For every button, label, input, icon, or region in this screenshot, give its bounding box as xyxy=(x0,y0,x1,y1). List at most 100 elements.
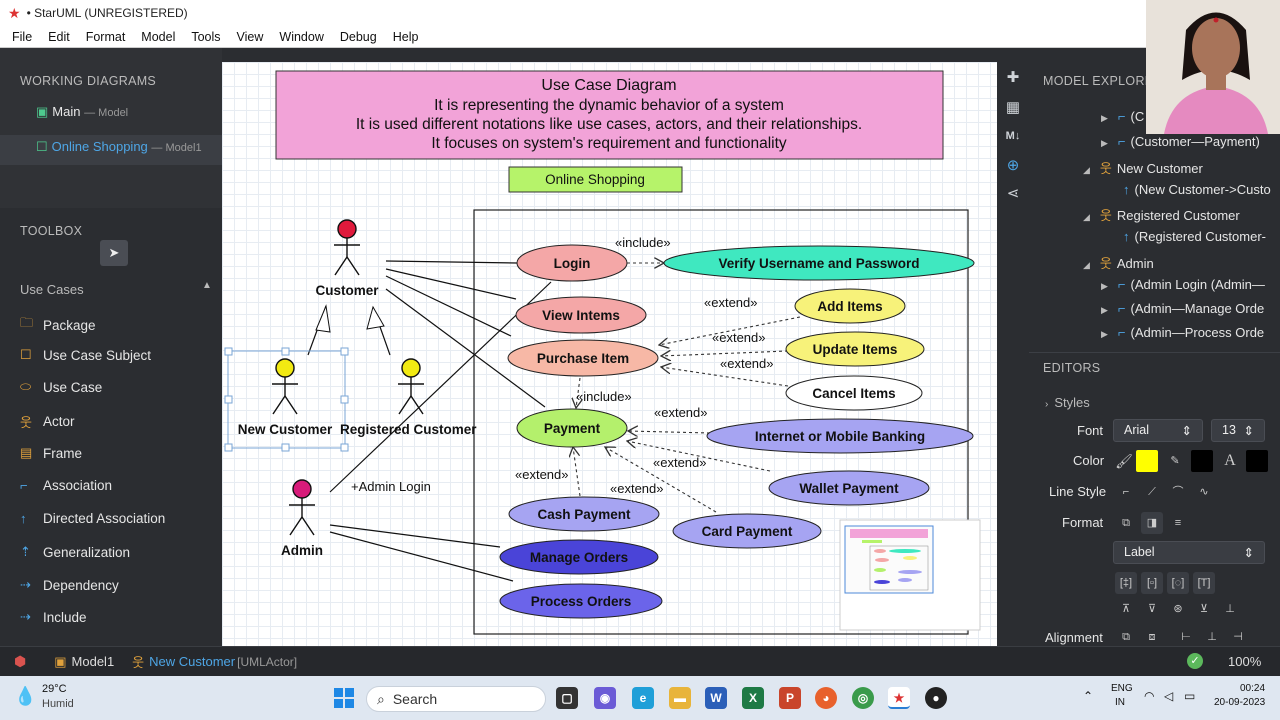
usecase-update-items[interactable] xyxy=(785,331,925,367)
styles-toggle[interactable]: ›Styles xyxy=(1045,395,1090,410)
powerpoint-icon[interactable]: P xyxy=(779,687,801,709)
excel-icon[interactable]: X xyxy=(742,687,764,709)
tree-item[interactable]: ↑(Registered Customer- xyxy=(1123,229,1266,244)
tree-item[interactable]: ▶⌐(Customer—Payment) xyxy=(1101,134,1260,149)
usecase-payment[interactable] xyxy=(516,408,628,448)
usecase-card[interactable] xyxy=(672,513,822,549)
expand-arrow-icon[interactable]: ▶ xyxy=(1101,305,1108,315)
tool-generalization[interactable]: ⇡Generalization xyxy=(20,544,130,560)
expand-arrow-icon[interactable]: ▶ xyxy=(1101,329,1108,339)
menu-format[interactable]: Format xyxy=(85,29,126,44)
usecase-cash[interactable] xyxy=(508,496,660,532)
shadow-icon[interactable]: ◨ xyxy=(1141,512,1163,534)
usecase-verify[interactable] xyxy=(663,245,975,281)
tool-directed-association[interactable]: ↑Directed Association xyxy=(20,511,165,526)
text-color-icon[interactable]: A xyxy=(1224,452,1236,469)
tree-item[interactable]: ▶⌐(Admin Login (Admin— xyxy=(1101,277,1265,292)
font-size-select[interactable]: 13⇕ xyxy=(1211,419,1265,442)
status-model[interactable]: Model1 xyxy=(71,654,115,669)
hide-operations-icon[interactable]: ⊽ xyxy=(1147,603,1157,615)
actor-registered-customer[interactable] xyxy=(398,358,424,415)
usecase-login[interactable] xyxy=(516,244,628,282)
expand-arrow-icon[interactable]: ▶ xyxy=(1101,281,1108,291)
header-note[interactable] xyxy=(275,70,944,160)
status-selected[interactable]: New Customer xyxy=(149,654,236,669)
text-color-swatch[interactable] xyxy=(1246,450,1268,472)
select-cursor-icon[interactable]: ➤ xyxy=(100,240,128,266)
extensions-icon[interactable]: ✚ xyxy=(1006,69,1020,86)
usecase-add-items[interactable] xyxy=(794,288,906,324)
usecase-wallet[interactable] xyxy=(768,470,930,506)
actor-customer[interactable] xyxy=(334,219,360,276)
collapse-arrow-icon[interactable]: ▲ xyxy=(202,280,212,291)
firefox-icon[interactable]: ◕ xyxy=(815,687,837,709)
wordwrap-icon[interactable]: ≡ xyxy=(1174,517,1182,529)
align-left-icon[interactable]: ⊢ xyxy=(1181,631,1191,643)
word-icon[interactable]: W xyxy=(705,687,727,709)
rounded-icon[interactable]: ⌒ xyxy=(1172,486,1184,498)
rectilinear-icon[interactable]: ⌐ xyxy=(1122,486,1130,498)
hide-receptions-icon[interactable]: ⊛ xyxy=(1173,603,1183,615)
tool-use-case-subject[interactable]: ☐Use Case Subject xyxy=(20,347,151,363)
diagram-item-online-shopping[interactable]: ☐Online Shopping — Model1 xyxy=(0,135,222,165)
battery-icon[interactable]: ▭ xyxy=(1184,689,1196,703)
task-view-icon[interactable]: ▢ xyxy=(556,687,578,709)
format-select[interactable]: Label⇕ xyxy=(1113,541,1265,564)
expand-arrow-icon[interactable]: ▶ xyxy=(1101,138,1108,148)
usecase-view-items[interactable] xyxy=(515,296,647,334)
expand-arrow-icon[interactable]: ▶ xyxy=(1101,113,1108,123)
lang-code[interactable]: ENG xyxy=(1111,683,1133,694)
align-center-icon[interactable]: ⊥ xyxy=(1207,631,1217,643)
subject-title-box[interactable] xyxy=(508,166,683,193)
windows-start-icon[interactable] xyxy=(334,688,354,708)
collapse-arrow-icon[interactable]: ◢ xyxy=(1083,165,1090,175)
zoom-level[interactable]: 100% xyxy=(1228,654,1262,669)
usecase-cancel-items[interactable] xyxy=(785,375,923,411)
hide-attributes-icon[interactable]: ⊼ xyxy=(1121,603,1131,615)
menu-tools[interactable]: Tools xyxy=(191,29,221,44)
menu-debug[interactable]: Debug xyxy=(339,29,377,44)
share-icon[interactable]: ⋖ xyxy=(1006,185,1020,202)
send-back-icon[interactable]: ⧉ xyxy=(1122,631,1130,643)
tree-item[interactable]: ▶⌐(Admin—Process Orde xyxy=(1101,325,1264,340)
menu-file[interactable]: File xyxy=(12,29,33,44)
tool-frame[interactable]: ▤Frame xyxy=(20,445,82,461)
edge-icon[interactable]: e xyxy=(632,687,654,709)
volume-icon[interactable]: ◁ xyxy=(1164,689,1174,703)
toolbox-section-title[interactable]: Use Cases xyxy=(20,282,84,297)
staruml-taskbar-icon[interactable]: ★ xyxy=(888,687,910,709)
align-right-icon[interactable]: ⊣ xyxy=(1233,631,1243,643)
label-style-icon[interactable]: [◌] xyxy=(1167,572,1189,594)
weather-icon[interactable]: 💧 xyxy=(14,686,37,706)
hide-templates-icon[interactable]: ⊥ xyxy=(1225,603,1235,615)
navigator-icon[interactable]: ⊕ xyxy=(1006,157,1020,174)
menu-view[interactable]: View xyxy=(236,29,264,44)
diagram-item-main[interactable]: ▣Main — Model xyxy=(36,104,128,120)
selection-handles[interactable] xyxy=(224,347,349,452)
fill-color-swatch[interactable] xyxy=(1136,450,1158,472)
chrome-icon[interactable]: ◎ xyxy=(852,687,874,709)
pen-icon[interactable]: ✎ xyxy=(1170,455,1180,467)
decoration-icon[interactable]: [‡] xyxy=(1115,572,1137,594)
oblique-icon[interactable]: ⟋ xyxy=(1148,486,1156,498)
collapse-arrow-icon[interactable]: ◢ xyxy=(1083,260,1090,270)
taskbar-search[interactable]: ⌕Search xyxy=(366,686,546,712)
wifi-icon[interactable]: ◠ xyxy=(1144,689,1155,703)
obs-icon[interactable]: ● xyxy=(925,687,947,709)
validation-ok-icon[interactable]: ✓ xyxy=(1187,653,1203,669)
text-style-icon[interactable]: [T] xyxy=(1193,572,1215,594)
usecase-process-orders[interactable] xyxy=(499,583,663,619)
menu-edit[interactable]: Edit xyxy=(48,29,70,44)
markdown-icon[interactable]: M↓ xyxy=(1005,130,1021,142)
tree-item[interactable]: ↑(New Customer->Custo xyxy=(1123,182,1271,197)
cube-icon[interactable]: ⬢ xyxy=(14,653,27,669)
hide-literals-icon[interactable]: ⊻ xyxy=(1199,603,1209,615)
curve-icon[interactable]: ∿ xyxy=(1199,486,1209,498)
tree-item[interactable]: ▶⌐(Admin—Manage Orde xyxy=(1101,301,1264,316)
collapse-arrow-icon[interactable]: ◢ xyxy=(1083,212,1090,222)
tool-association[interactable]: ⌐Association xyxy=(20,478,112,493)
